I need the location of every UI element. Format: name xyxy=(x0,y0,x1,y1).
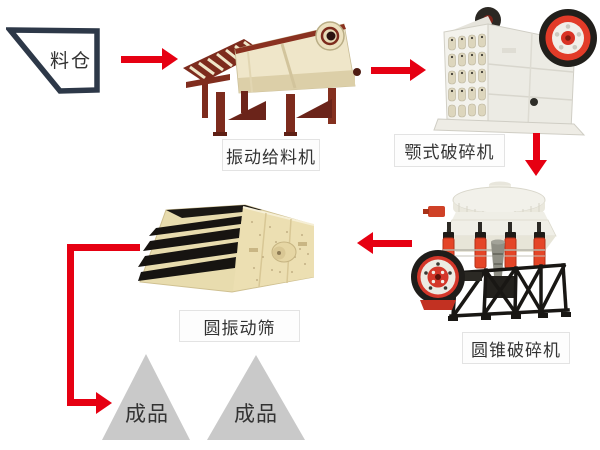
hopper-icon xyxy=(6,27,100,94)
arrow-hopper-to-feeder xyxy=(121,48,178,70)
arrow-cone-to-screen xyxy=(357,232,412,254)
jaw-crusher-label: 颚式破碎机 xyxy=(394,134,505,167)
vibrating-feeder-image xyxy=(183,21,361,136)
arrow-screen-to-product-vertical xyxy=(67,244,74,406)
screen-label: 圆振动筛 xyxy=(179,310,300,342)
arrow-screen-to-product-head xyxy=(96,392,112,414)
cone-crusher-image xyxy=(411,181,571,321)
product-label-2: 成品 xyxy=(234,403,278,426)
jaw-crusher-image xyxy=(433,7,597,136)
arrow-screen-to-product-top xyxy=(67,244,140,251)
arrow-jaw-to-cone xyxy=(525,133,547,176)
feeder-label-text: 振动给料机 xyxy=(226,147,316,167)
feeder-label: 振动给料机 xyxy=(222,139,320,171)
hopper-label: 料仓 xyxy=(50,51,93,72)
product-triangle-2 xyxy=(207,355,305,440)
cone-crusher-label: 圆锥破碎机 xyxy=(462,332,570,364)
arrow-screen-to-product-bottom xyxy=(74,399,98,406)
arrow-feeder-to-jaw xyxy=(371,59,426,81)
jaw-crusher-label-text: 颚式破碎机 xyxy=(404,143,495,162)
cone-crusher-label-text: 圆锥破碎机 xyxy=(471,340,561,360)
product-triangle-1 xyxy=(102,354,190,440)
vibrating-screen-image xyxy=(138,204,314,293)
product-label-1: 成品 xyxy=(125,403,169,426)
screen-label-text: 圆振动筛 xyxy=(203,318,276,338)
